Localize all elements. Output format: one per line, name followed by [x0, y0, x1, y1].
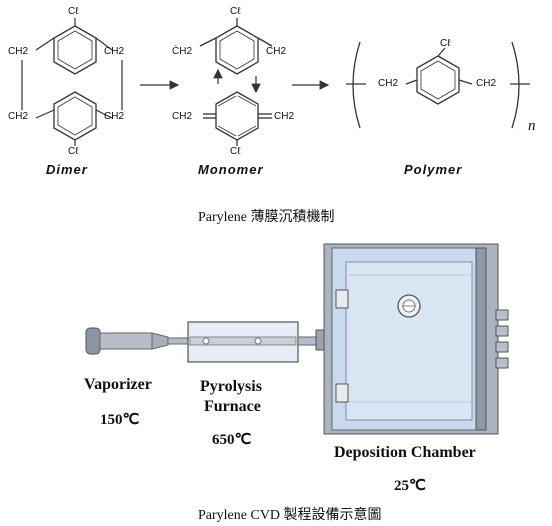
- monomer-radical-ring: [199, 18, 273, 75]
- dimer-ch2-right-top: CH2: [104, 46, 125, 57]
- polymer-ring: [405, 47, 473, 105]
- polymer-index: n: [528, 118, 536, 134]
- polymer-ch2-left: CH2: [378, 78, 399, 89]
- dimer-bottom-chlorine: Cℓ: [68, 146, 79, 157]
- dimer-top-chlorine: Cℓ: [68, 6, 79, 17]
- pyrolysis-label-line2: Furnace: [204, 398, 261, 415]
- dimer-ch2-left-bottom: CH2: [8, 111, 29, 122]
- monomer-ch2-radical-left: ĊH2: [172, 46, 193, 57]
- polymer-brackets: [346, 41, 530, 129]
- dimer-ch2-right-bottom: CH2: [104, 111, 125, 122]
- pyrolysis-furnace: [187, 321, 321, 363]
- monomer-ch2-radical-right: ĊH2: [266, 46, 287, 57]
- chemistry-caption: Parylene 薄膜沉積機制: [198, 210, 335, 225]
- deposition-label: Deposition Chamber: [334, 444, 476, 461]
- dimer-label: Dimer: [46, 162, 88, 177]
- polymer-chlorine: Cℓ: [440, 38, 451, 49]
- polymer-label: Polymer: [404, 162, 463, 177]
- monomer-bottom-chlorine: Cℓ: [230, 146, 241, 157]
- monomer-label: Monomer: [198, 162, 264, 177]
- monomer-ch2-left: CH2: [172, 111, 193, 122]
- pyrolysis-label-line1: Pyrolysis: [200, 378, 262, 395]
- monomer-quinoid-ring: [203, 91, 272, 146]
- deposition-chamber: [315, 243, 509, 435]
- monomer-top-chlorine: Cℓ: [230, 6, 241, 17]
- vaporizer-temp: 150℃: [100, 412, 140, 428]
- dimer-top-ring: [53, 25, 97, 75]
- pyrolysis-temp: 650℃: [212, 432, 252, 448]
- polymer-ch2-right: CH2: [476, 78, 497, 89]
- vaporizer-label: Vaporizer: [84, 376, 152, 393]
- dimer-bottom-ring: [53, 91, 97, 141]
- dimer-ch2-left-top: CH2: [8, 46, 29, 57]
- monomer-ch2-right: CH2: [274, 111, 295, 122]
- vaporizer: [85, 327, 189, 355]
- dimer-bonds: [21, 18, 123, 146]
- deposition-temp: 25℃: [394, 478, 426, 494]
- equipment-caption: Parylene CVD 製程設備示意圖: [198, 508, 382, 523]
